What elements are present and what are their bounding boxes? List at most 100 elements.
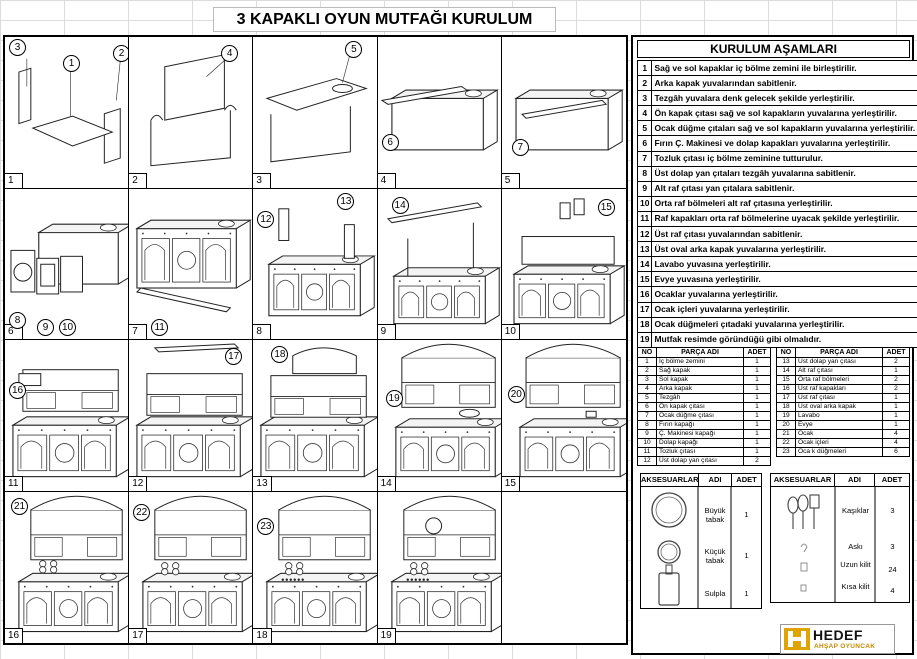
- part-name: Üst raf çıtası: [795, 393, 883, 403]
- accessory-name: Büyük tabak: [704, 506, 726, 524]
- part-name: İç bölme zemini: [656, 357, 744, 367]
- part-number: 15: [776, 375, 796, 385]
- part-number: 20: [776, 420, 796, 430]
- stage-text: Tozluk çıtası iç bölme zeminine tutturul…: [651, 150, 917, 167]
- stage-text: Sağ ve sol kapaklar iç bölme zemini ile …: [651, 59, 917, 77]
- part-name: Sağ kapak: [656, 366, 744, 376]
- column-header-qty: ADET: [882, 347, 910, 358]
- step-illustration: [265, 495, 377, 632]
- part-number: 5: [637, 393, 657, 403]
- part-callout: 5: [345, 41, 363, 58]
- step-illustration: [514, 89, 624, 151]
- stage-number: 11: [636, 210, 653, 228]
- part-name: Ocak düğme çıtası: [656, 411, 744, 421]
- part-callout: 4: [221, 45, 239, 62]
- hanger-icon: [800, 543, 808, 553]
- part-qty: 1: [743, 429, 771, 439]
- brand-logo: HEDEF AHŞAP OYUNCAK: [780, 624, 895, 654]
- stage-number: 15: [636, 271, 653, 288]
- stage-text: Üst raf çıtası yuvalarından sabitlenir.: [651, 226, 917, 243]
- brand-h-mark-icon: [784, 628, 810, 650]
- part-qty: 2: [882, 357, 910, 367]
- part-name: Oca k düğmeleri: [795, 447, 883, 457]
- part-name: Alt raf çıtası: [795, 366, 883, 376]
- step-number: 5: [501, 172, 520, 188]
- step-number: 13: [253, 475, 272, 491]
- part-callout: 9: [37, 318, 54, 336]
- assembly-stages-title: KURULUM AŞAMLARI: [637, 40, 910, 58]
- part-name: Ocak içleri: [795, 438, 883, 448]
- stage-text: Mutfak resimde göründüğü gibi olmalıdır.: [651, 331, 917, 348]
- part-qty: 1: [743, 393, 771, 403]
- stage-number: 9: [636, 180, 653, 197]
- accessory-qty: 1: [744, 589, 749, 598]
- part-qty: 1: [743, 447, 771, 457]
- part-name: Orta raf bölmeleri: [795, 375, 883, 385]
- short-lock-icon: [800, 584, 807, 592]
- part-number: 4: [637, 384, 657, 394]
- part-callout: 20: [507, 386, 525, 403]
- part-name: Ç. Makinesi kapağı: [656, 429, 744, 439]
- cutting-board-icon: [658, 564, 680, 606]
- step-illustration: [17, 495, 129, 632]
- part-qty: 2: [882, 384, 910, 394]
- step-number: 14: [377, 475, 396, 491]
- part-qty: 2: [743, 456, 771, 466]
- column-header-qty: ADET: [743, 347, 771, 358]
- part-callout: 14: [391, 196, 409, 214]
- part-name: Sol kapak: [656, 375, 744, 385]
- part-qty: 1: [743, 384, 771, 394]
- part-callout: 15: [597, 198, 615, 216]
- part-number: 14: [776, 366, 796, 376]
- part-qty: 6: [882, 447, 910, 457]
- part-callout: 12: [257, 210, 275, 228]
- accessory-name: Kısa kilit: [841, 582, 870, 591]
- step-illustration: [267, 207, 377, 316]
- part-number: 6: [637, 402, 657, 412]
- part-number: 3: [637, 375, 657, 385]
- part-qty: 4: [882, 438, 910, 448]
- accessories-table-left: AKSESUARLAR ADI ADET Büyük tabak 1 Küçük…: [640, 473, 762, 609]
- accessories-right-drawings: [787, 487, 876, 603]
- long-lock-icon: [800, 562, 808, 572]
- part-callout: 22: [133, 503, 151, 521]
- stage-number: 3: [636, 90, 653, 107]
- column-header-name: ADI: [699, 474, 732, 486]
- column-header-no: NO: [776, 347, 796, 358]
- part-number: 18: [776, 402, 796, 412]
- part-qty: 4: [882, 429, 910, 439]
- part-callout: 16: [9, 382, 26, 399]
- part-callout: 1: [63, 55, 80, 72]
- document-title: 3 KAPAKLI OYUN MUTFAĞI KURULUM: [213, 7, 556, 32]
- accessory-name: Sulpla: [704, 589, 726, 598]
- step-illustration: [141, 495, 253, 632]
- small-plate-icon: [657, 540, 681, 564]
- part-name: Fırın kapağı: [656, 420, 744, 430]
- part-qty: 1: [743, 402, 771, 412]
- step-number: 16: [5, 628, 24, 643]
- part-qty: 1: [882, 402, 910, 412]
